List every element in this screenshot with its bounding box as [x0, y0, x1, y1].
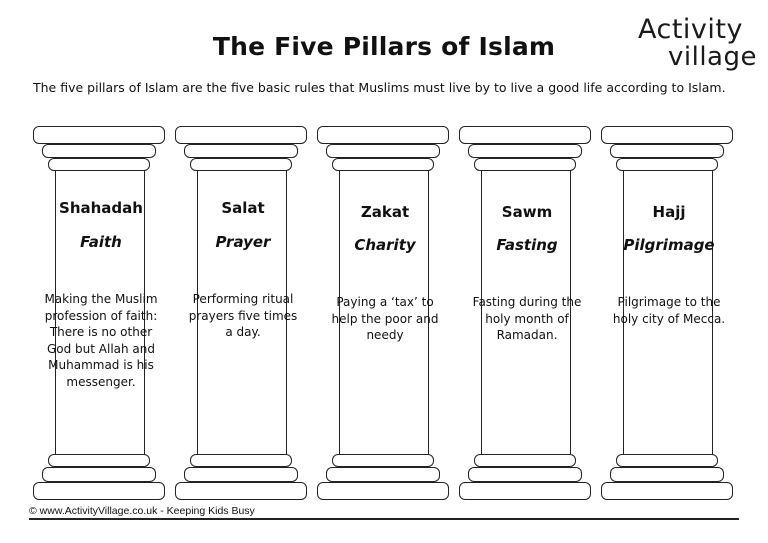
pillar-top-capital [184, 144, 298, 158]
pillar-sawm: Sawm Fasting Fasting during the holy mon… [459, 126, 591, 502]
pillar-name: Sawm [501, 203, 553, 221]
footer-divider [29, 518, 739, 520]
pillar-name: Hajj [652, 203, 686, 221]
pillar-shaft: Shahadah Faith Making the Muslim profess… [44, 170, 158, 455]
pillar-base-slab [33, 482, 165, 500]
logo-line-2: village [668, 42, 757, 72]
pillar-base-neck [332, 454, 434, 467]
pillar-salat: Salat Prayer Performing ritual prayers f… [175, 126, 307, 502]
copyright-footer: © www.ActivityVillage.co.uk - Keeping Ki… [29, 505, 255, 517]
pillar-base-slab [317, 482, 449, 500]
pillar-base-neck [48, 454, 150, 467]
pillar-top-slab [317, 126, 449, 144]
pillar-top-slab [459, 126, 591, 144]
pillar-description: Making the Muslim profession of faith: T… [44, 292, 158, 389]
pillar-name: Shahadah [59, 199, 143, 217]
pillar-top-slab [601, 126, 733, 144]
pillar-meaning: Charity [354, 236, 416, 254]
pillar-base-slab [601, 482, 733, 500]
pillar-top-slab [175, 126, 307, 144]
pillar-base-slab [459, 482, 591, 500]
pillar-top-capital [468, 144, 582, 158]
pillar-description: Performing ritual prayers five times a d… [188, 292, 298, 339]
pillar-top-capital [42, 144, 156, 158]
pillar-description: Fasting during the holy month of Ramadan… [472, 295, 582, 342]
pillar-name: Zakat [360, 203, 410, 221]
page-title: The Five Pillars of Islam [212, 32, 556, 61]
pillar-shaft: Sawm Fasting Fasting during the holy mon… [473, 170, 581, 455]
pillar-base-neck [474, 454, 576, 467]
pillar-base-plinth [184, 467, 298, 482]
intro-text: The five pillars of Islam are the five b… [33, 80, 726, 95]
pillar-base-plinth [610, 467, 724, 482]
pillar-top-slab [33, 126, 165, 144]
pillar-base-neck [190, 454, 292, 467]
pillar-meaning: Faith [80, 233, 122, 251]
pillar-meaning: Fasting [496, 236, 558, 254]
pillar-base-neck [616, 454, 718, 467]
pillar-shaft: Salat Prayer Performing ritual prayers f… [189, 170, 297, 455]
pillar-name: Salat [221, 199, 265, 217]
pillar-meaning: Pilgrimage [623, 236, 715, 254]
pillar-shaft: Hajj Pilgrimage Pilgrimage to the holy c… [613, 170, 725, 455]
pillar-base-plinth [326, 467, 440, 482]
pillar-description: Paying a ‘tax’ to help the poor and need… [331, 295, 439, 342]
pillar-shaft: Zakat Charity Paying a ‘tax’ to help the… [332, 170, 438, 455]
logo-line-1: Activity [638, 14, 743, 45]
pillar-base-plinth [42, 467, 156, 482]
pillar-hajj: Hajj Pilgrimage Pilgrimage to the holy c… [601, 126, 733, 502]
pillar-description: Pilgrimage to the holy city of Mecca. [612, 295, 726, 326]
pillar-base-slab [175, 482, 307, 500]
pillar-top-capital [610, 144, 724, 158]
pillar-base-plinth [468, 467, 582, 482]
activity-village-logo: Activity village [636, 14, 757, 76]
pillar-zakat: Zakat Charity Paying a ‘tax’ to help the… [317, 126, 449, 502]
pillar-top-capital [326, 144, 440, 158]
pillar-meaning: Prayer [215, 233, 271, 251]
pillar-shahadah: Shahadah Faith Making the Muslim profess… [33, 126, 165, 502]
